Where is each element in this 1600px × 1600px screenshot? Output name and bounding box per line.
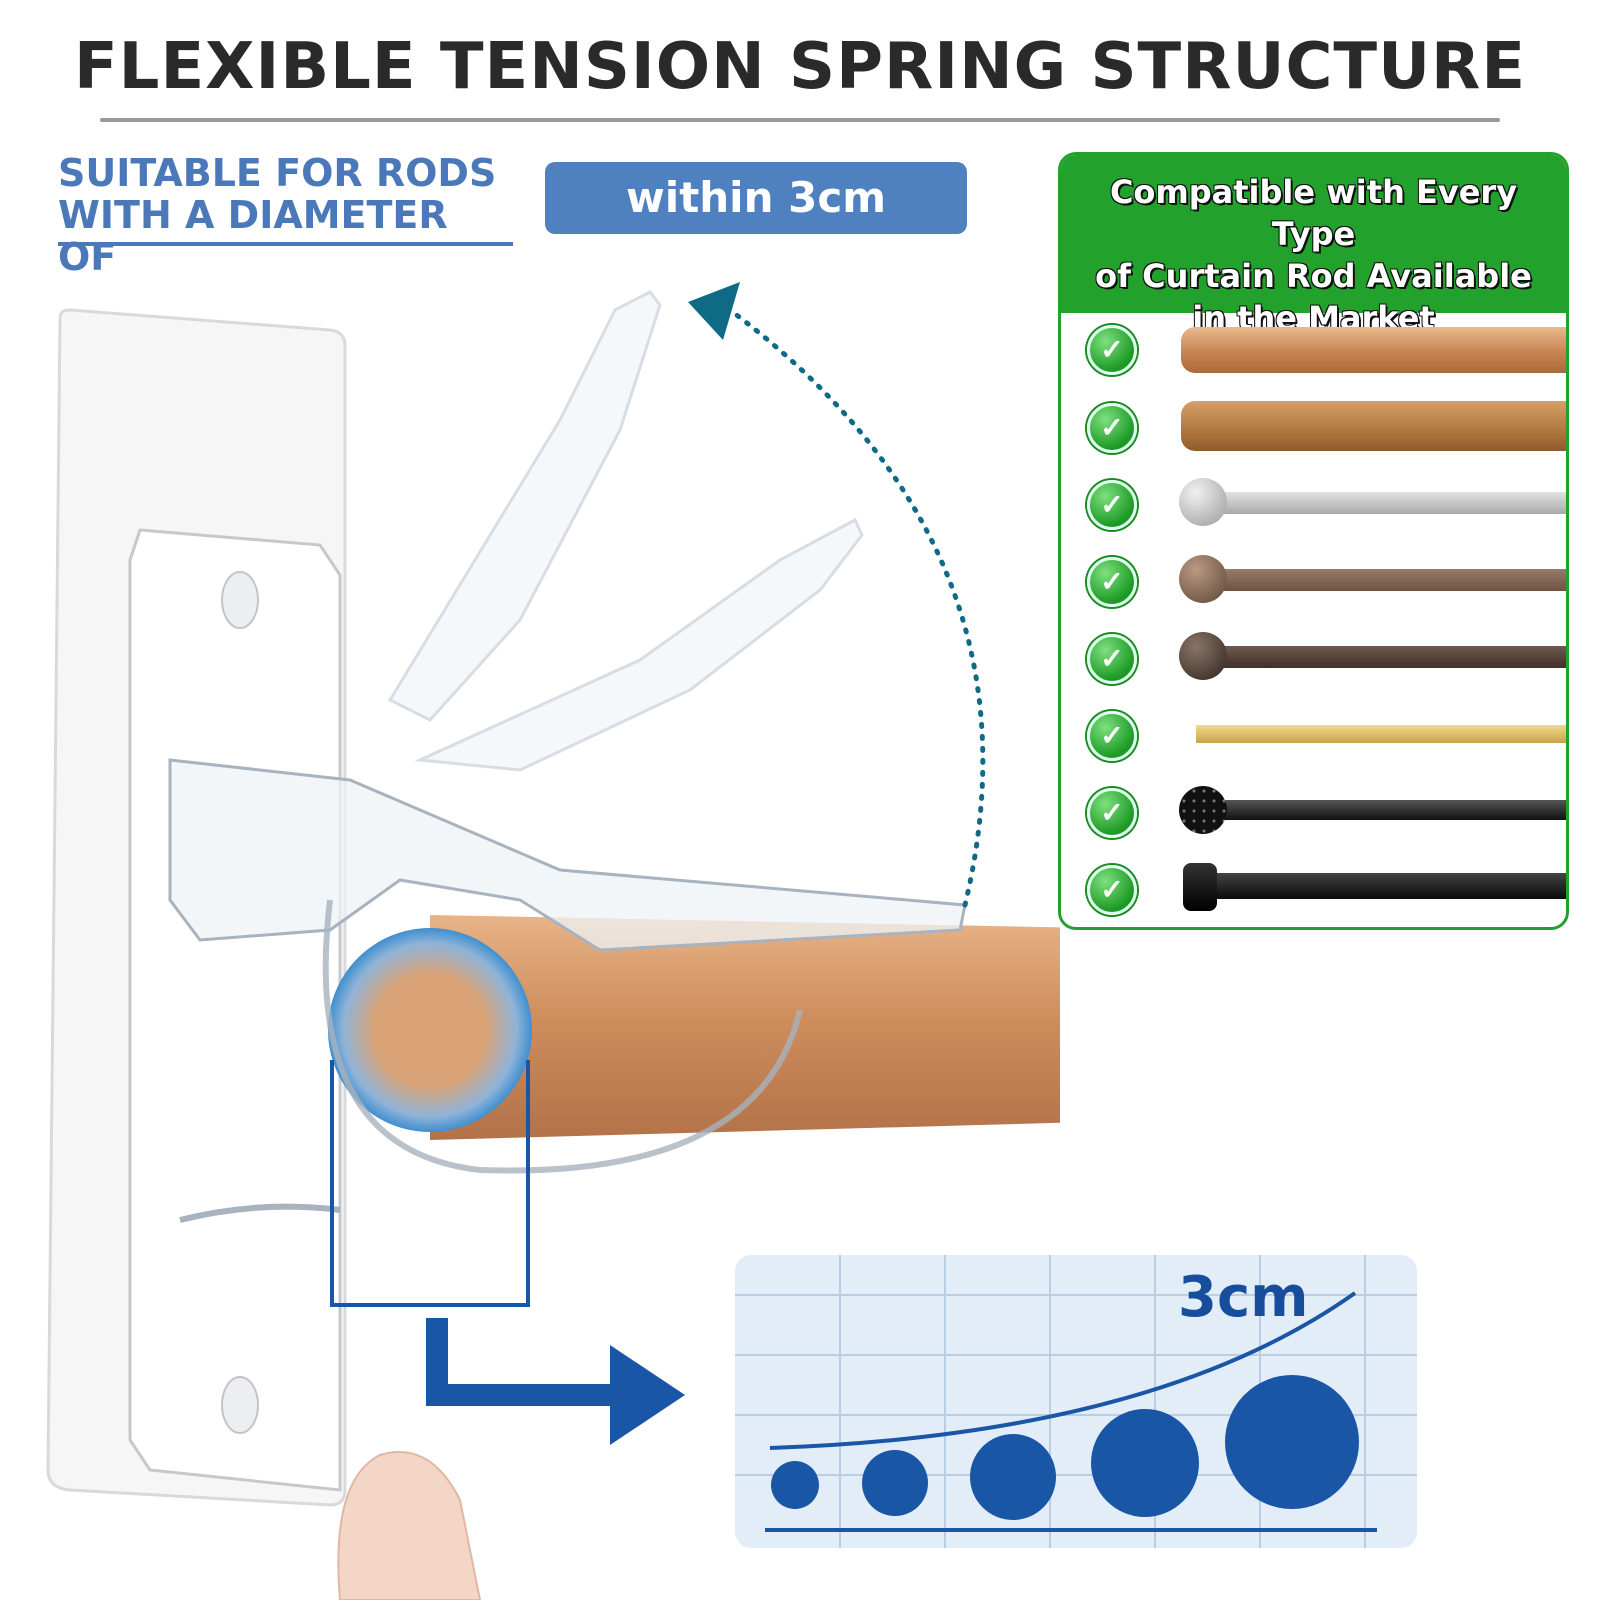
compatibility-panel: Compatible with Every Type of Curtain Ro… [1058,152,1569,930]
suitability-underline [58,242,513,246]
rod-black [1211,800,1566,820]
finial-square [1183,863,1217,911]
rod-end-cross-section [328,928,532,1132]
check-icon: ✓ [1087,403,1137,453]
rod-brushed-nickel [1211,492,1566,514]
ghost-arm-middle [414,517,864,772]
suitability-text: SUITABLE FOR RODS WITH A DIAMETER OF [58,152,518,278]
rotation-arrow [688,282,986,908]
rod-bamboo [1181,401,1566,451]
rod-light-wood [1181,327,1566,373]
rod-row-black-mesh: ✓ [1061,780,1566,850]
rod-brass [1196,725,1566,743]
rod-row-brass: ✓ [1061,703,1566,773]
page-title: FLEXIBLE TENSION SPRING STRUCTURE [73,30,1527,104]
diameter-badge: within 3cm [545,162,967,234]
product-illustration [46,282,1060,1600]
check-icon: ✓ [1087,865,1137,915]
compatibility-panel-title: Compatible with Every Type of Curtain Ro… [1071,171,1556,339]
check-icon: ✓ [1087,480,1137,530]
max-size-label: 3cm [1178,1265,1309,1330]
check-icon: ✓ [1087,711,1137,761]
rod-row-dark-bronze: ✓ [1061,626,1566,696]
rod-row-light-wood: ✓ [1061,317,1566,387]
rod-row-bronze-ball: ✓ [1061,549,1566,619]
rod-row-bamboo: ✓ [1061,395,1566,465]
circle-size-5 [1225,1375,1359,1509]
clamp-bracket [168,758,967,1223]
wooden-rod [328,915,1060,1140]
check-icon: ✓ [1087,325,1137,375]
rod-row-brushed-nickel: ✓ [1061,472,1566,542]
finial-ornate [1179,632,1227,680]
suitability-line-1: SUITABLE FOR RODS [58,151,497,195]
circle-size-4 [1091,1409,1199,1517]
compatibility-panel-header: Compatible with Every Type of Curtain Ro… [1061,155,1566,337]
rod-row-black-square: ✓ [1061,857,1566,927]
rod-bronze [1211,569,1566,591]
finial-ball [1179,555,1227,603]
rod-dark-bronze [1211,646,1566,668]
growth-curve [769,1291,1357,1450]
panel-title-line-2: of Curtain Rod Available [1095,257,1532,295]
finger [337,1451,482,1600]
title-divider [100,118,1500,122]
finial-urn [1179,478,1227,526]
size-chart-graphic [735,1255,1417,1548]
panel-title-line-1: Compatible with Every Type [1109,173,1518,253]
diameter-size-chart [735,1255,1417,1548]
check-icon: ✓ [1087,788,1137,838]
detail-callout [330,1060,685,1445]
rod-black-square [1211,873,1566,899]
suitability-line-2: WITH A DIAMETER OF [58,193,448,279]
circle-size-3 [970,1434,1056,1520]
check-icon: ✓ [1087,634,1137,684]
finial-mesh-ball [1179,786,1227,834]
circle-size-1 [771,1461,819,1509]
circle-size-2 [862,1450,928,1516]
ghost-arm-upper [387,290,662,722]
check-icon: ✓ [1087,557,1137,607]
